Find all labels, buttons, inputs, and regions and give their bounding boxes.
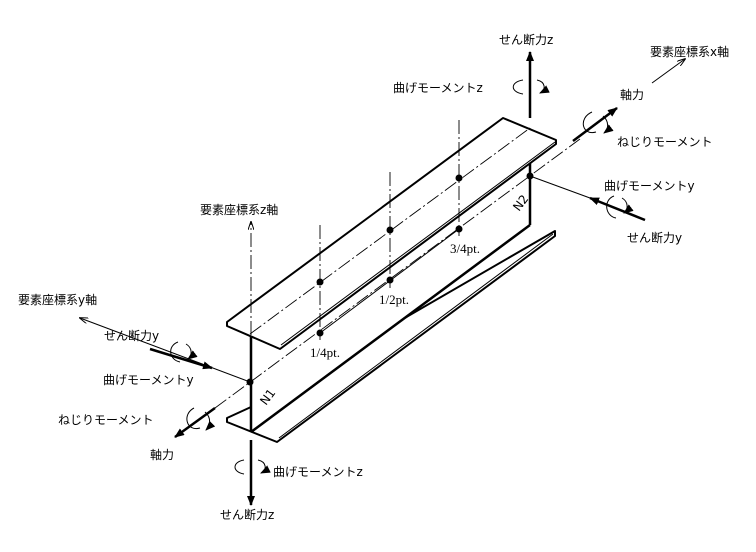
three-quarter-pt-label: 3/4pt. — [450, 241, 480, 256]
half-pt-label: 1/2pt. — [379, 292, 409, 307]
element-y-axis-label: 要素座標系y軸 — [18, 292, 97, 307]
shear-y-left-label: せん断力y — [104, 328, 159, 343]
moment-z-top-label: 曲げモーメントz — [393, 81, 483, 95]
shear-z-bottom-label: せん断力z — [220, 507, 274, 522]
torsion-right-label: ねじりモーメント — [617, 135, 713, 149]
centroid-axis-line — [214, 138, 581, 409]
moment-y-left-label: 曲げモーメントy — [103, 373, 194, 387]
top-flange — [226, 117, 557, 350]
element-x-axis-arrow — [651, 59, 685, 84]
shear-y-right-label: せん断力y — [627, 230, 682, 245]
moment-y-right-rotation-icon — [606, 195, 627, 218]
torsion-left-label: ねじりモーメント — [58, 413, 154, 427]
moment-y-right-label: 曲げモーメントy — [604, 179, 695, 193]
element-z-axis-label: 要素座標系z軸 — [200, 202, 278, 217]
moment-z-bottom-label: 曲げモーメントz — [273, 465, 363, 479]
moment-y-left-rotation-icon — [170, 341, 191, 362]
shear-z-top-label: せん断力z — [499, 32, 553, 47]
element-y-axis-arrow — [80, 318, 251, 383]
top-flange-centerline — [249, 127, 531, 335]
element-x-axis-label: 要素座標系x軸 — [650, 44, 729, 59]
shear-y-left-arrow — [149, 347, 213, 370]
axial-right-arrow — [572, 107, 618, 142]
axial-left-label: 軸力 — [150, 448, 174, 462]
moment-z-bottom-rotation-icon — [234, 459, 265, 474]
moment-z-top-rotation-icon — [512, 79, 544, 94]
evaluation-points — [246, 172, 534, 386]
torsion-right-rotation-icon — [582, 111, 607, 133]
axial-right-label: 軸力 — [620, 88, 644, 102]
quarter-pt-label: 1/4pt. — [310, 345, 340, 360]
axial-left-arrow — [174, 406, 216, 439]
torsion-left-rotation-icon — [186, 407, 210, 430]
shear-y-right-arrow — [589, 196, 646, 222]
